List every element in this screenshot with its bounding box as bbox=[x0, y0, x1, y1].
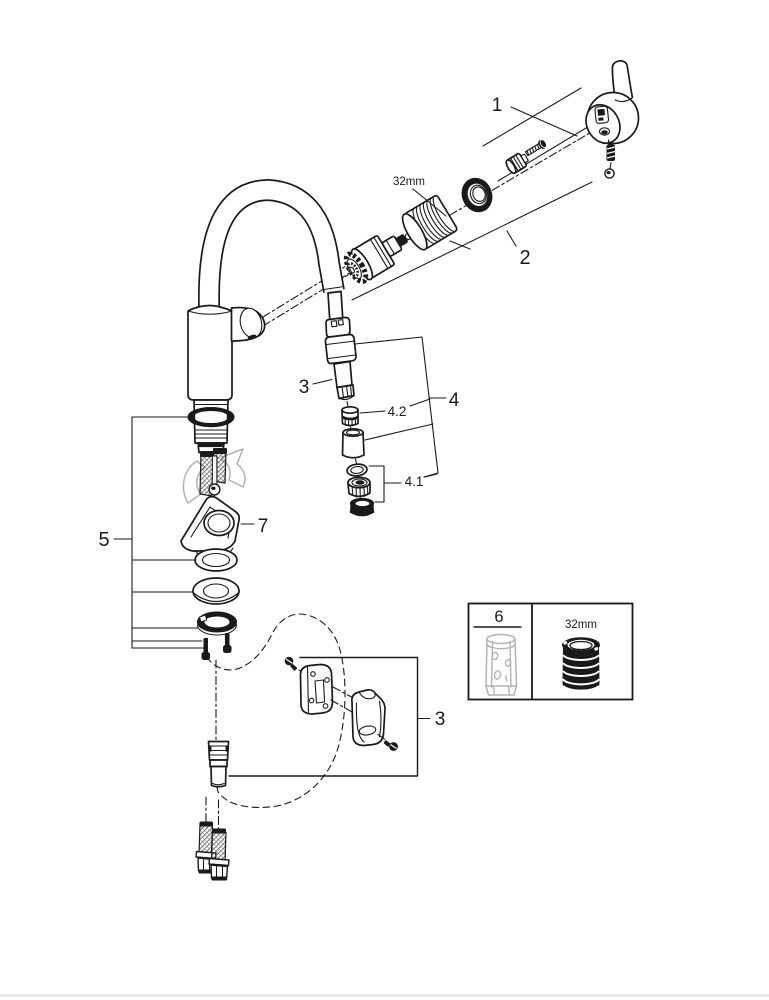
callout-4-label: 4 bbox=[449, 390, 460, 411]
handle-screw bbox=[524, 139, 547, 157]
nut-size-annotation: 32mm bbox=[393, 176, 447, 217]
callout-42-label: 4.2 bbox=[388, 404, 407, 419]
retainer-bracket bbox=[180, 495, 241, 559]
nut-size-label: 32mm bbox=[393, 176, 425, 188]
mousseur-insert bbox=[341, 405, 360, 427]
clip-screw-2 bbox=[377, 733, 398, 751]
callout-5-bracket bbox=[113, 416, 206, 649]
cartridge-tool bbox=[485, 633, 518, 696]
cartridge bbox=[343, 232, 412, 285]
hose-clip-assembly bbox=[228, 656, 431, 777]
threaded-ring-nut bbox=[401, 194, 458, 251]
aerator-ring bbox=[349, 497, 375, 517]
callout-3-clip-label: 3 bbox=[435, 709, 446, 730]
handle-ball bbox=[604, 168, 615, 179]
hose-path-dashed bbox=[206, 613, 346, 809]
mounting-ring bbox=[196, 611, 238, 660]
callout-41-bracket bbox=[368, 465, 438, 503]
supply-hoses bbox=[195, 796, 230, 881]
faucet-body bbox=[187, 178, 345, 401]
callout-1-label: 1 bbox=[492, 95, 503, 116]
callout-5-label: 5 bbox=[98, 529, 109, 551]
washer-thick bbox=[192, 577, 240, 605]
sleeve bbox=[341, 428, 365, 459]
callout-3-clip-bracket bbox=[228, 656, 419, 777]
shank-hoses bbox=[199, 448, 227, 511]
mounting-screws bbox=[201, 633, 232, 660]
lever-handle bbox=[585, 60, 640, 179]
service-tool-box: 6 32mm bbox=[467, 602, 634, 701]
handle-cap bbox=[505, 152, 529, 175]
callout-3-spray-label: 3 bbox=[299, 377, 310, 398]
callout-6-label: 6 bbox=[494, 608, 503, 626]
callout-41-label: 4.1 bbox=[405, 474, 424, 489]
aerator-insert bbox=[347, 476, 371, 499]
handle-spring bbox=[606, 141, 616, 161]
wall-bracket bbox=[299, 663, 334, 715]
o-ring bbox=[188, 407, 235, 427]
callout-7-label: 7 bbox=[258, 516, 269, 537]
escutcheon-ring bbox=[461, 177, 493, 213]
aerator-washer bbox=[346, 463, 368, 477]
hose-clip bbox=[351, 688, 386, 747]
faucet-shank bbox=[187, 399, 235, 454]
box-nut-size-label: 32mm bbox=[565, 619, 597, 631]
spray-head bbox=[324, 290, 357, 401]
outlet-connector bbox=[207, 740, 230, 788]
washer-thin bbox=[194, 548, 238, 572]
callout-2-label: 2 bbox=[519, 247, 530, 269]
box-ring-nut bbox=[561, 637, 601, 692]
